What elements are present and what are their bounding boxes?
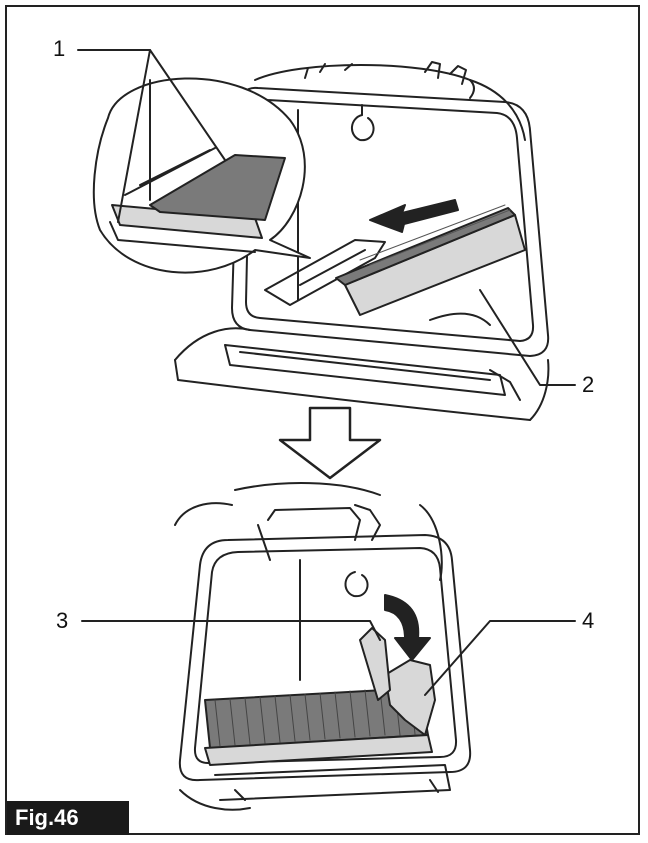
zoom-filter-pleats	[149, 154, 286, 221]
leader-4	[424, 620, 576, 696]
transition-arrow	[278, 406, 382, 480]
leader-3	[81, 620, 381, 641]
leader-2	[479, 289, 576, 386]
housing-body-right	[529, 359, 550, 421]
seated-filter-edge	[204, 734, 433, 766]
clamp-lever	[384, 659, 436, 736]
callout-2: 2	[582, 372, 595, 397]
leader-1b	[117, 49, 151, 223]
press-arrow	[384, 594, 431, 661]
housing-top-curve	[254, 64, 471, 81]
bottom-scene	[174, 482, 472, 811]
door-frame-outer-2	[178, 534, 472, 782]
top-scene	[92, 61, 550, 421]
release-tab	[359, 627, 391, 701]
push-arrow	[369, 199, 459, 233]
hanger-hook	[351, 114, 375, 142]
door-frame-inner-2	[193, 547, 458, 765]
callout-4: 4	[582, 608, 595, 633]
filter-cartridge-top	[335, 207, 516, 286]
guide-rail	[264, 239, 386, 306]
callout-1: 1	[53, 36, 66, 61]
hanger-hook-2	[344, 571, 369, 598]
top-latch	[424, 61, 467, 85]
figure-label: Fig.46	[7, 801, 129, 835]
callout-3: 3	[56, 608, 69, 633]
top-latch-2	[267, 507, 361, 541]
threshold-tray	[224, 344, 506, 396]
housing-body-left	[174, 327, 251, 361]
housing-body-bottom	[174, 359, 531, 421]
